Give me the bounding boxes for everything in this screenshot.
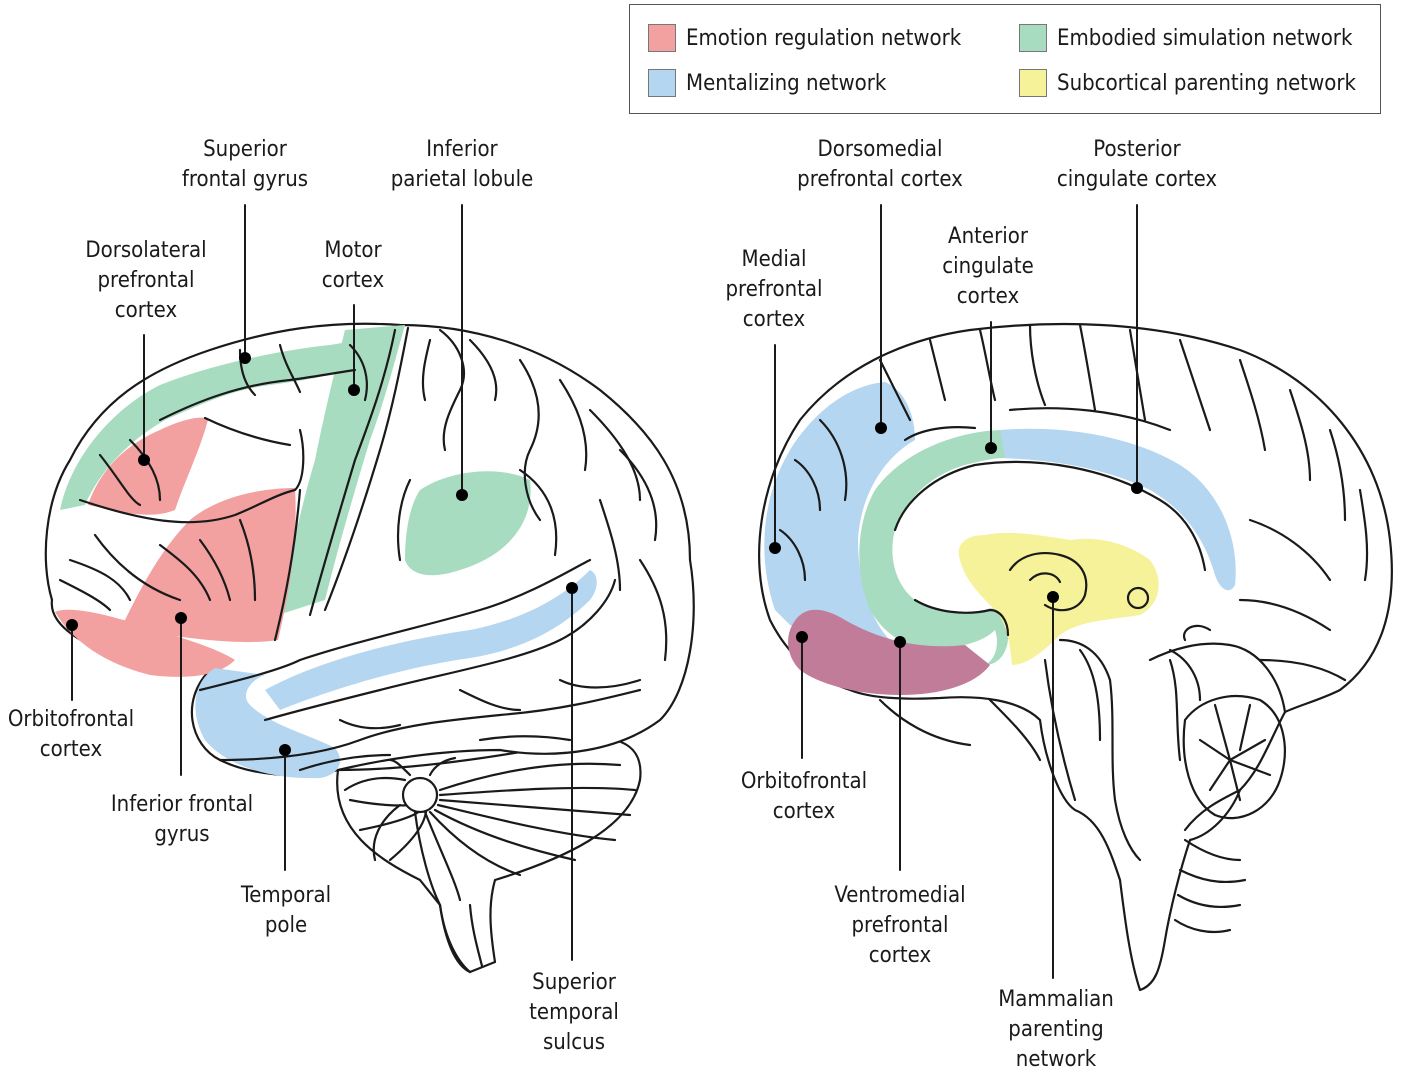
region-superior-temporal-sulcus xyxy=(265,570,597,710)
legend-label: Subcortical parenting network xyxy=(1057,70,1356,96)
label-motor-cortex: Motor cortex xyxy=(321,238,385,293)
region-inferior-frontal-gyrus xyxy=(125,488,296,643)
medial-markers xyxy=(769,422,1143,648)
region-orbitofrontal-cortex xyxy=(55,609,235,677)
label-orbitofrontal-cortex-medial: Orbitofrontal cortex xyxy=(740,769,868,824)
region-orbitofrontal-ventromedial-overlap xyxy=(788,609,990,695)
label-posterior-cingulate-cortex: Posterior cingulate cortex xyxy=(1056,137,1218,192)
legend-swatch-embodied xyxy=(1019,24,1047,52)
region-inferior-parietal-lobule xyxy=(405,471,531,576)
medial-brain xyxy=(758,204,1393,992)
legend-swatch-mentalizing xyxy=(648,69,676,97)
legend-label: Emotion regulation network xyxy=(686,25,962,51)
medial-leaders xyxy=(774,204,1138,979)
legend-item-embodied-simulation: Embodied simulation network xyxy=(1019,24,1352,52)
label-anterior-cingulate-cortex: Anterior cingulate cortex xyxy=(942,224,1034,309)
legend-label: Mentalizing network xyxy=(686,70,887,96)
label-dorsomedial-prefrontal-cortex: Dorsomedial prefrontal cortex xyxy=(797,137,963,192)
region-anterior-cingulate-cortex xyxy=(859,430,1009,665)
legend-item-subcortical-parenting: Subcortical parenting network xyxy=(1019,69,1356,97)
label-inferior-frontal-gyrus: Inferior frontal gyrus xyxy=(110,792,254,847)
region-posterior-cingulate-cortex xyxy=(1000,428,1236,591)
label-ventromedial-prefrontal-cortex: Ventromedial prefrontal cortex xyxy=(834,883,966,968)
legend: Emotion regulation network Mentalizing n… xyxy=(629,4,1381,114)
lateral-markers xyxy=(66,352,578,756)
label-temporal-pole: Temporal pole xyxy=(240,883,332,938)
legend-label: Embodied simulation network xyxy=(1057,25,1353,51)
label-superior-temporal-sulcus: Superior temporal sulcus xyxy=(529,970,619,1055)
label-inferior-parietal-lobule: Inferior parietal lobule xyxy=(390,137,534,192)
label-dorsolateral-prefrontal-cortex: Dorsolateral prefrontal cortex xyxy=(85,238,207,323)
label-superior-frontal-gyrus: Superior frontal gyrus xyxy=(181,137,309,192)
legend-swatch-subcortical xyxy=(1019,69,1047,97)
lateral-regions xyxy=(55,325,597,779)
region-temporal-pole xyxy=(195,668,340,779)
legend-item-emotion-regulation: Emotion regulation network xyxy=(648,24,961,52)
medial-structures xyxy=(778,323,1369,934)
label-medial-prefrontal-cortex: Medial prefrontal cortex xyxy=(725,247,823,332)
region-motor-cortex xyxy=(278,325,405,615)
lateral-cerebellum xyxy=(336,737,642,974)
label-mammalian-parenting-network: Mammalian parenting network xyxy=(998,987,1114,1072)
legend-swatch-emotion xyxy=(648,24,676,52)
region-dorsolateral-prefrontal-cortex xyxy=(88,417,208,515)
lateral-leaders xyxy=(71,204,573,961)
region-medial-prefrontal-cortex xyxy=(764,382,915,644)
label-orbitofrontal-cortex-lateral: Orbitofrontal cortex xyxy=(7,707,135,762)
legend-item-mentalizing: Mentalizing network xyxy=(648,69,886,97)
lateral-brain xyxy=(44,204,695,974)
